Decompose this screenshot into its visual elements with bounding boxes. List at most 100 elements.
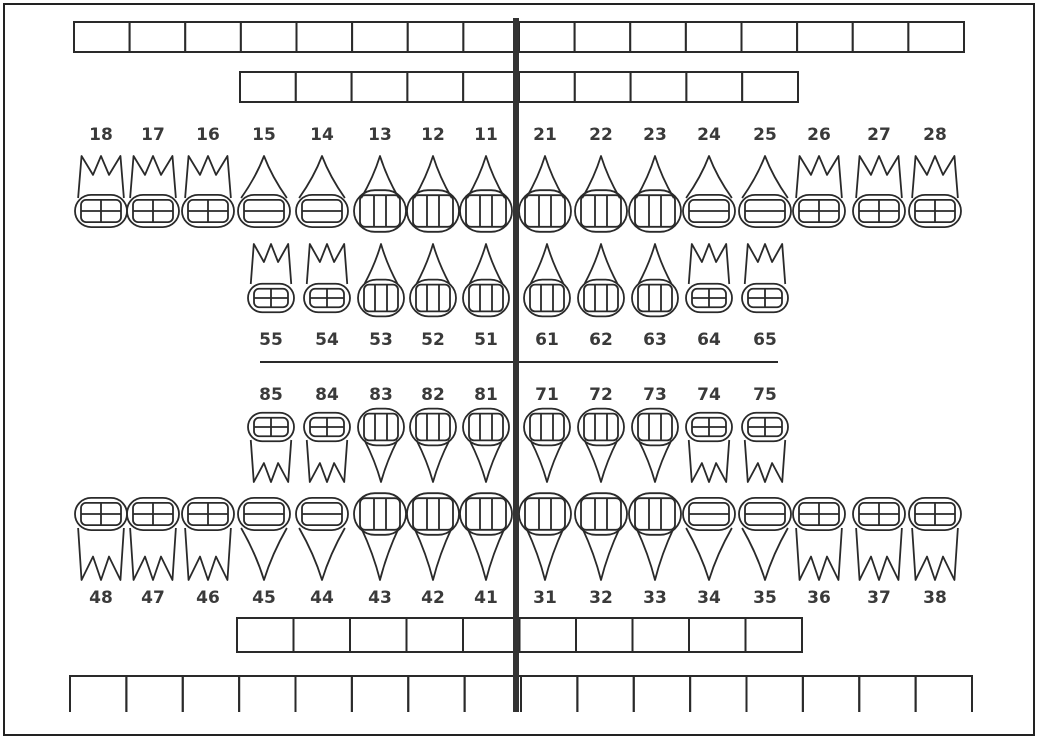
lower-primary-entry-box[interactable] xyxy=(576,618,633,652)
upper-permanent-entry-box[interactable] xyxy=(297,22,353,52)
lower-permanent-entry-box[interactable] xyxy=(70,676,126,712)
upper-permanent-entry-box[interactable] xyxy=(185,22,241,52)
tooth-64-molar[interactable] xyxy=(686,244,732,312)
tooth-61-incisor[interactable] xyxy=(524,244,570,316)
lower-primary-entry-box[interactable] xyxy=(689,618,746,652)
tooth-35-premolar[interactable] xyxy=(739,498,791,580)
tooth-82-incisor[interactable] xyxy=(410,409,456,482)
tooth-18-molar[interactable] xyxy=(75,156,127,227)
tooth-85-molar[interactable] xyxy=(248,413,294,482)
tooth-55-molar[interactable] xyxy=(248,244,294,312)
tooth-36-molar[interactable] xyxy=(793,498,845,580)
tooth-14-premolar[interactable] xyxy=(296,156,348,227)
lower-permanent-entry-box[interactable] xyxy=(634,676,690,712)
lower-primary-entry-box[interactable] xyxy=(633,618,690,652)
tooth-75-molar[interactable] xyxy=(742,413,788,482)
lower-permanent-entry-box[interactable] xyxy=(183,676,239,712)
tooth-12-incisor[interactable] xyxy=(407,156,459,232)
tooth-28-molar[interactable] xyxy=(909,156,961,227)
upper-permanent-entry-box[interactable] xyxy=(853,22,909,52)
tooth-15-premolar[interactable] xyxy=(238,156,290,227)
upper-primary-entry-box[interactable] xyxy=(575,72,631,102)
upper-primary-entry-box[interactable] xyxy=(407,72,463,102)
upper-primary-entry-box[interactable] xyxy=(352,72,408,102)
tooth-22-incisor[interactable] xyxy=(575,156,627,232)
upper-permanent-entry-box[interactable] xyxy=(519,22,575,52)
tooth-31-incisor[interactable] xyxy=(519,493,571,580)
upper-primary-entry-box[interactable] xyxy=(686,72,742,102)
lower-permanent-entry-box[interactable] xyxy=(239,676,295,712)
tooth-34-premolar[interactable] xyxy=(683,498,735,580)
upper-permanent-entry-box[interactable] xyxy=(575,22,631,52)
upper-primary-entry-box[interactable] xyxy=(463,72,519,102)
tooth-72-incisor[interactable] xyxy=(578,409,624,482)
tooth-26-molar[interactable] xyxy=(793,156,845,227)
lower-permanent-entry-box[interactable] xyxy=(803,676,859,712)
tooth-13-incisor[interactable] xyxy=(354,156,406,232)
lower-primary-entry-box[interactable] xyxy=(463,618,520,652)
tooth-45-premolar[interactable] xyxy=(238,498,290,580)
upper-permanent-entry-box[interactable] xyxy=(130,22,186,52)
tooth-41-incisor[interactable] xyxy=(460,493,512,580)
tooth-47-molar[interactable] xyxy=(127,498,179,580)
upper-primary-entry-box[interactable] xyxy=(631,72,687,102)
tooth-62-incisor[interactable] xyxy=(578,244,624,316)
tooth-24-premolar[interactable] xyxy=(683,156,735,227)
lower-primary-entry-box[interactable] xyxy=(237,618,294,652)
lower-permanent-entry-box[interactable] xyxy=(521,676,577,712)
tooth-71-incisor[interactable] xyxy=(524,409,570,482)
tooth-25-premolar[interactable] xyxy=(739,156,791,227)
tooth-42-incisor[interactable] xyxy=(407,493,459,580)
lower-permanent-entry-box[interactable] xyxy=(859,676,915,712)
lower-permanent-entry-box[interactable] xyxy=(916,676,972,712)
upper-permanent-entry-box[interactable] xyxy=(352,22,408,52)
tooth-16-molar[interactable] xyxy=(182,156,234,227)
upper-permanent-entry-box[interactable] xyxy=(742,22,798,52)
upper-permanent-entry-box[interactable] xyxy=(686,22,742,52)
lower-permanent-entry-box[interactable] xyxy=(690,676,746,712)
tooth-17-molar[interactable] xyxy=(127,156,179,227)
lower-primary-entry-box[interactable] xyxy=(746,618,803,652)
tooth-74-molar[interactable] xyxy=(686,413,732,482)
lower-permanent-entry-box[interactable] xyxy=(408,676,464,712)
upper-permanent-entry-box[interactable] xyxy=(463,22,519,52)
tooth-32-incisor[interactable] xyxy=(575,493,627,580)
lower-primary-entry-box[interactable] xyxy=(520,618,577,652)
lower-permanent-entry-box[interactable] xyxy=(126,676,182,712)
tooth-11-incisor[interactable] xyxy=(460,156,512,232)
upper-permanent-entry-box[interactable] xyxy=(74,22,130,52)
upper-permanent-entry-box[interactable] xyxy=(241,22,297,52)
tooth-38-molar[interactable] xyxy=(909,498,961,580)
tooth-63-incisor[interactable] xyxy=(632,244,678,316)
tooth-73-incisor[interactable] xyxy=(632,409,678,482)
lower-permanent-entry-box[interactable] xyxy=(296,676,352,712)
tooth-23-incisor[interactable] xyxy=(629,156,681,232)
lower-permanent-entry-box[interactable] xyxy=(352,676,408,712)
tooth-48-molar[interactable] xyxy=(75,498,127,580)
tooth-46-molar[interactable] xyxy=(182,498,234,580)
lower-permanent-entry-box[interactable] xyxy=(465,676,521,712)
tooth-43-incisor[interactable] xyxy=(354,493,406,580)
lower-primary-entry-box[interactable] xyxy=(407,618,464,652)
upper-primary-entry-box[interactable] xyxy=(240,72,296,102)
lower-primary-entry-box[interactable] xyxy=(294,618,351,652)
tooth-54-molar[interactable] xyxy=(304,244,350,312)
tooth-21-incisor[interactable] xyxy=(519,156,571,232)
upper-primary-entry-box[interactable] xyxy=(519,72,575,102)
lower-permanent-entry-box[interactable] xyxy=(577,676,633,712)
lower-primary-entry-box[interactable] xyxy=(350,618,407,652)
tooth-27-molar[interactable] xyxy=(853,156,905,227)
upper-permanent-entry-box[interactable] xyxy=(797,22,853,52)
upper-permanent-entry-box[interactable] xyxy=(908,22,964,52)
tooth-81-incisor[interactable] xyxy=(463,409,509,482)
upper-permanent-entry-box[interactable] xyxy=(630,22,686,52)
tooth-44-premolar[interactable] xyxy=(296,498,348,580)
upper-primary-entry-box[interactable] xyxy=(742,72,798,102)
upper-primary-entry-box[interactable] xyxy=(296,72,352,102)
tooth-52-incisor[interactable] xyxy=(410,244,456,316)
tooth-37-molar[interactable] xyxy=(853,498,905,580)
tooth-33-incisor[interactable] xyxy=(629,493,681,580)
tooth-65-molar[interactable] xyxy=(742,244,788,312)
tooth-84-molar[interactable] xyxy=(304,413,350,482)
tooth-83-incisor[interactable] xyxy=(358,409,404,482)
